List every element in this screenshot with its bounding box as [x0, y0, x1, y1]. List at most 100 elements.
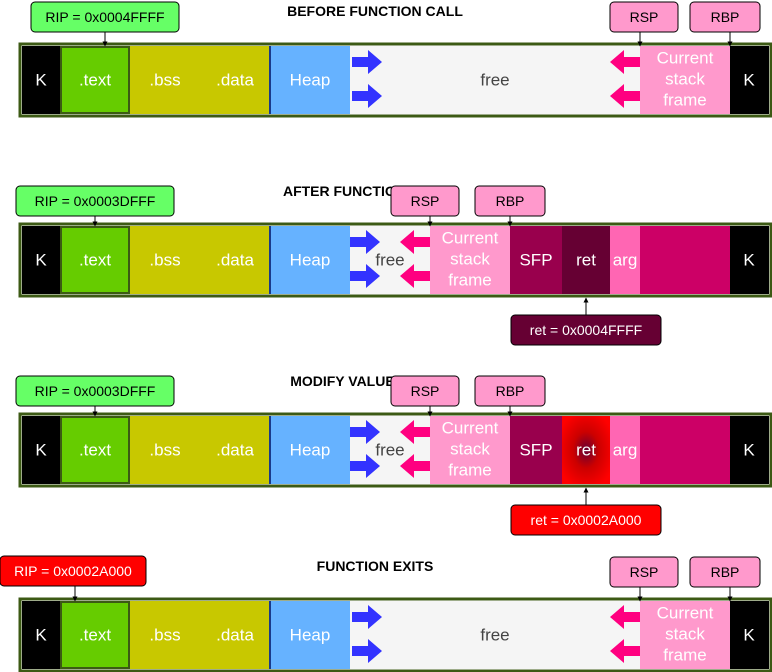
- stack-growth-arrow: [400, 420, 430, 444]
- arg-slot: [610, 416, 640, 484]
- kernel-label: K: [743, 251, 755, 270]
- rbp-register: RBP: [474, 375, 546, 407]
- kernel-segment-high: [730, 416, 769, 484]
- rsp-register-box: [390, 185, 460, 217]
- current-stack-frame: [430, 226, 510, 294]
- kernel-label: K: [35, 251, 47, 270]
- heap-segment: [270, 416, 350, 484]
- free-region-label: free: [480, 71, 509, 90]
- kernel-segment-low: [22, 226, 60, 294]
- rsp-register-box: [609, 1, 679, 33]
- rbp-register-label: RBP: [711, 9, 740, 25]
- ret-label: ret: [576, 441, 596, 460]
- rsp-register-label: RSP: [411, 383, 440, 399]
- rip-register: RIP = 0x0002A000: [0, 555, 147, 587]
- arg-label: arg: [613, 441, 638, 460]
- data-segment-label: .data: [216, 71, 254, 90]
- sfp-slot: [510, 226, 562, 294]
- caller-stack-frame: [640, 416, 730, 484]
- text-segment-border: [60, 601, 130, 669]
- stack-growth-arrow: [400, 264, 430, 288]
- ret-label: ret: [576, 251, 596, 270]
- kernel-segment-high: [730, 46, 769, 114]
- heap-segment-label: Heap: [290, 71, 331, 90]
- heap-growth-arrow: [352, 50, 382, 74]
- bss-segment-label: .bss: [149, 251, 180, 270]
- rbp-register-label: RBP: [711, 564, 740, 580]
- text-segment-label: .text: [79, 626, 111, 645]
- heap-segment: [270, 226, 350, 294]
- current-stack-frame: [640, 601, 730, 669]
- stage-title: BEFORE FUNCTION CALL: [287, 3, 463, 19]
- rip-register: RIP = 0x0003DFFF: [15, 185, 175, 217]
- rip-register: RIP = 0x0003DFFF: [15, 375, 175, 407]
- stack-frame-label: stack: [450, 440, 490, 459]
- stack-frame-label: stack: [665, 70, 705, 89]
- data-segment: [200, 601, 270, 669]
- stack-growth-arrow: [610, 84, 640, 108]
- data-segment-label: .data: [216, 251, 254, 270]
- kernel-segment-high: [730, 601, 769, 669]
- kernel-segment-low: [22, 46, 60, 114]
- ret-value-callout-label: ret = 0x0002A000: [531, 512, 642, 528]
- stack-frame-label: stack: [665, 625, 705, 644]
- free-region: [350, 601, 640, 669]
- free-region-label: free: [480, 626, 509, 645]
- caller-stack-frame: [640, 226, 730, 294]
- kernel-label: K: [35, 626, 47, 645]
- stack-growth-arrow: [610, 639, 640, 663]
- free-region: [350, 46, 640, 114]
- ret-value-callout: ret = 0x0004FFFF: [510, 314, 662, 346]
- ret-slot: [562, 226, 610, 294]
- arg-slot: [610, 226, 640, 294]
- heap-growth-arrow: [352, 605, 382, 629]
- kernel-segment-low: [22, 416, 60, 484]
- kernel-label: K: [743, 441, 755, 460]
- ret-value-callout-label: ret = 0x0004FFFF: [530, 322, 642, 338]
- bss-segment: [130, 601, 200, 669]
- heap-growth-arrow: [350, 420, 380, 444]
- rip-register-label: RIP = 0x0003DFFF: [35, 383, 156, 399]
- rip-register-label: RIP = 0x0002A000: [14, 563, 132, 579]
- rsp-register-label: RSP: [630, 9, 659, 25]
- stack-frame-label: stack: [450, 250, 490, 269]
- kernel-label: K: [35, 71, 47, 90]
- stack-growth-arrow: [610, 50, 640, 74]
- text-segment-label: .text: [79, 441, 111, 460]
- text-segment: [60, 601, 130, 669]
- heap-growth-arrow: [350, 454, 380, 478]
- ret-value-callout: ret = 0x0002A000: [510, 504, 662, 536]
- stack-frame-label: Current: [657, 49, 714, 68]
- current-stack-frame: [430, 416, 510, 484]
- rsp-register: RSP: [609, 1, 679, 33]
- heap-segment-label: Heap: [290, 251, 331, 270]
- rbp-register: RBP: [689, 556, 761, 588]
- stack-growth-arrow: [610, 605, 640, 629]
- text-segment-border: [60, 416, 130, 484]
- text-segment: [60, 46, 130, 114]
- ret-slot: [562, 416, 610, 484]
- rsp-register: RSP: [390, 185, 460, 217]
- rbp-register-box: [689, 556, 761, 588]
- bss-segment-label: .bss: [149, 626, 180, 645]
- heap-segment-label: Heap: [290, 441, 331, 460]
- arg-label: arg: [613, 251, 638, 270]
- rip-register-label: RIP = 0x0003DFFF: [35, 193, 156, 209]
- data-segment: [200, 416, 270, 484]
- kernel-segment-low: [22, 601, 60, 669]
- text-segment-border: [60, 46, 130, 114]
- rsp-register-label: RSP: [630, 564, 659, 580]
- stack-growth-arrow: [400, 230, 430, 254]
- text-segment: [60, 226, 130, 294]
- data-segment-label: .data: [216, 626, 254, 645]
- text-segment-border: [60, 226, 130, 294]
- heap-growth-arrow: [352, 639, 382, 663]
- free-region-label: free: [375, 251, 404, 270]
- heap-growth-arrow: [350, 230, 380, 254]
- stack-frame-label: frame: [663, 91, 706, 110]
- stack-frame-label: Current: [442, 419, 499, 438]
- text-segment: [60, 416, 130, 484]
- stack-frame-label: frame: [663, 646, 706, 665]
